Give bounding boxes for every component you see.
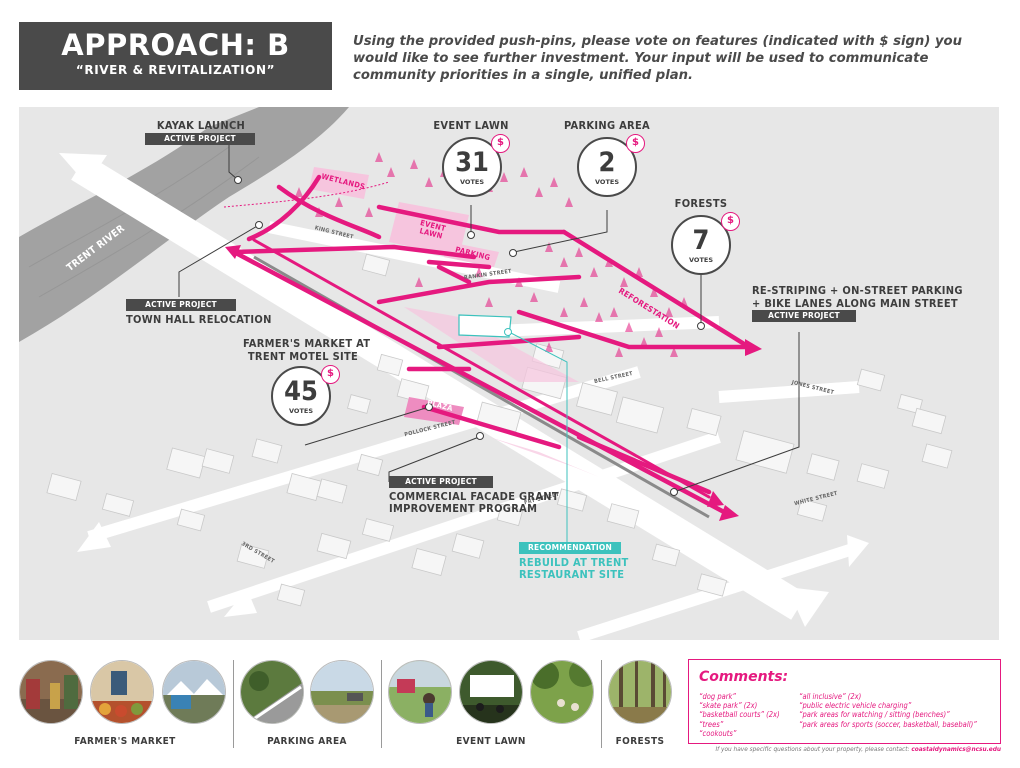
dollar-icon: $: [491, 134, 510, 153]
page-title: APPROACH: B: [61, 28, 290, 62]
vote-count: 45: [284, 376, 318, 407]
comment-item: “cookouts”: [699, 728, 737, 738]
photo-divider: [381, 660, 382, 748]
title-box: APPROACH: B “RIVER & REVITALIZATION”: [19, 22, 332, 90]
map-drawing: [19, 107, 953, 640]
vote-label-forests: FORESTS: [674, 197, 728, 210]
dollar-icon: $: [321, 365, 340, 384]
restriping-tag: ACTIVE PROJECT: [752, 310, 856, 322]
kayak-launch-tag: ACTIVE PROJECT: [145, 133, 255, 145]
vote-count: 31: [455, 147, 489, 178]
photo-parking-area-2: [310, 660, 374, 724]
dollar-icon: $: [721, 212, 740, 231]
contact-email[interactable]: coastaldynamics@ncsu.edu: [911, 747, 1001, 753]
photo-category-parking-area: PARKING AREA: [267, 736, 347, 747]
photo-event-lawn-2: [459, 660, 523, 724]
vote-label-event-lawn: EVENT LAWN: [433, 119, 509, 132]
page-subtitle: “RIVER & REVITALIZATION”: [75, 63, 276, 77]
facade-label-2: IMPROVEMENT PROGRAM: [389, 502, 538, 515]
photo-category-event-lawn: EVENT LAWN: [456, 736, 526, 747]
rebuild-label-2: RESTAURANT SITE: [519, 568, 625, 581]
town-hall-label: TOWN HALL RELOCATION: [126, 313, 272, 326]
photo-event-lawn-1: [388, 660, 452, 724]
comments-title: Comments:: [699, 669, 789, 685]
comments-right-column: “all inclusive” (2x) “public electric ve…: [799, 692, 977, 729]
comment-item: “trees”: [699, 719, 724, 729]
comment-item: “all inclusive” (2x): [799, 692, 862, 701]
photo-forests-1: [608, 660, 672, 724]
comment-item: “basketball courts” (2x): [699, 710, 780, 720]
comments-left-column: “dog park” “skate park” (2x) “basketball…: [699, 692, 780, 738]
vote-circle-parking-area: 2 VOTES: [577, 137, 637, 197]
photo-event-lawn-3: [530, 660, 594, 724]
vote-count: 2: [598, 147, 616, 178]
vote-unit: VOTES: [460, 178, 484, 186]
vote-unit: VOTES: [689, 256, 713, 264]
vote-label-parking-area: PARKING AREA: [563, 119, 651, 132]
footnote-text: If you have specific questions about you…: [715, 747, 912, 753]
photo-category-farmers-market: FARMER'S MARKET: [74, 736, 176, 747]
comment-item: “skate park” (2x): [699, 701, 758, 711]
vote-label-farmers-market-1: FARMER'S MARKET AT: [243, 337, 371, 350]
comment-item: “park areas for sports (soccer, basketba…: [799, 719, 977, 729]
facade-label-1: COMMERCIAL FACADE GRANT: [389, 490, 559, 503]
photo-parking-area-1: [240, 660, 304, 724]
main-street-arrow-se: [787, 587, 829, 627]
wetlands-zone: [309, 167, 369, 199]
photo-divider: [233, 660, 234, 748]
rebuild-tag: RECOMMENDATION: [519, 542, 621, 554]
photo-farmers-market-1: [19, 660, 83, 724]
comment-item: “park areas for watching / sitting (benc…: [799, 710, 950, 720]
town-hall-tag: ACTIVE PROJECT: [126, 299, 236, 311]
photo-farmers-market-2: [90, 660, 154, 724]
photo-divider: [601, 660, 602, 748]
photo-category-forests: FORESTS: [615, 736, 665, 747]
contact-footnote: If you have specific questions about you…: [688, 747, 1001, 753]
site-map: TRENT RIVER WETLANDS EVENT LAWN PARKING …: [19, 107, 999, 640]
instructions-text: Using the provided push-pins, please vot…: [353, 34, 962, 83]
facade-tag: ACTIVE PROJECT: [389, 476, 493, 488]
comment-item: “dog park”: [699, 692, 736, 701]
vote-label-farmers-market-2: TRENT MOTEL SITE: [247, 350, 359, 363]
comment-item: “public electric vehicle charging”: [799, 701, 912, 711]
dollar-icon: $: [626, 134, 645, 153]
vote-count: 7: [692, 225, 710, 256]
restaurant-site: [458, 314, 512, 338]
main-street-arrow-nw: [59, 153, 107, 185]
restriping-label-2: + BIKE LANES ALONG MAIN STREET: [752, 297, 958, 310]
vote-unit: VOTES: [595, 178, 619, 186]
comments-box: Comments: “dog park” “skate park” (2x) “…: [688, 659, 1001, 744]
rebuild-label-1: REBUILD AT TRENT: [519, 556, 629, 569]
photo-farmers-market-3: [162, 660, 226, 724]
kayak-launch-label: KAYAK LAUNCH: [156, 119, 246, 132]
restriping-label-1: RE-STRIPING + ON-STREET PARKING: [752, 284, 963, 297]
vote-unit: VOTES: [289, 407, 313, 415]
